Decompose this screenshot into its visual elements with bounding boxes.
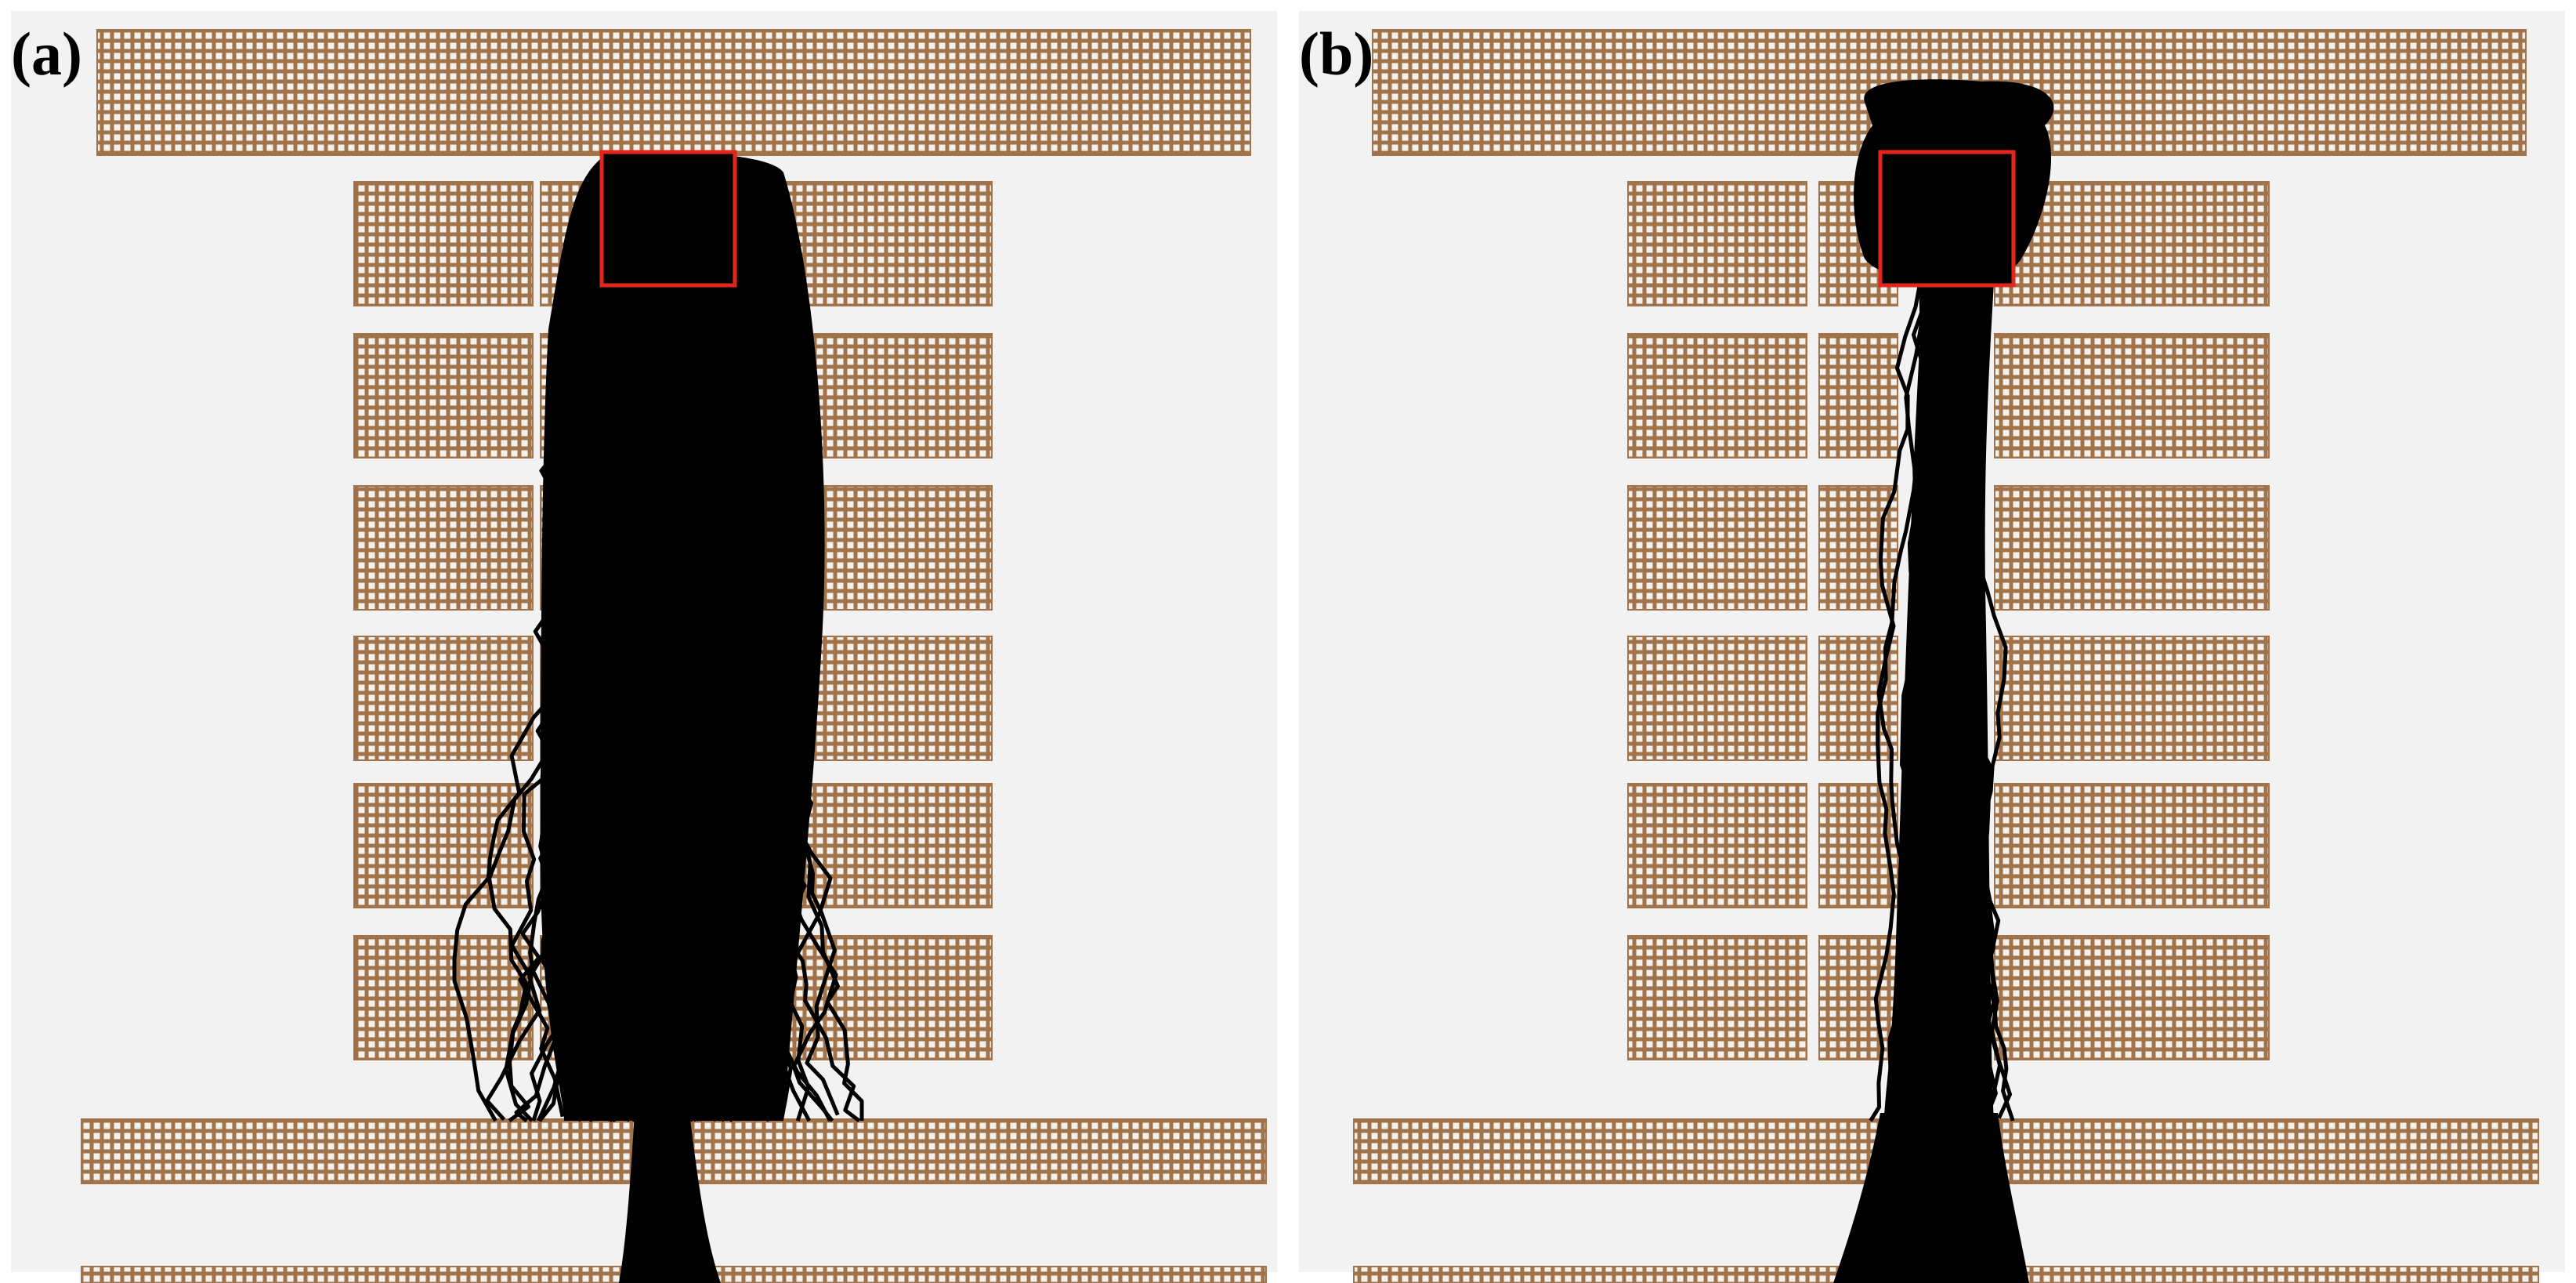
shelf-row-right: [1994, 636, 2270, 761]
trajectory-line: [692, 162, 751, 1122]
trajectory-line: [1889, 281, 1942, 1122]
trajectory-line: [487, 169, 641, 1122]
trajectory-line: [573, 170, 642, 1123]
panel-label-b: (b): [1299, 20, 1374, 88]
trajectory-line: [577, 166, 709, 1122]
shelf-row-left: [1627, 935, 1807, 1060]
shelf-row-left: [353, 935, 534, 1060]
trajectory-line: [645, 157, 798, 1122]
trajectory-line: [530, 181, 700, 1122]
trajectory-line: [1905, 281, 1943, 1122]
trajectory-line: [633, 169, 833, 1122]
shelf-row-right: [1994, 333, 2270, 458]
trajectory-line: [695, 201, 799, 1122]
trajectory-line: [613, 167, 706, 1122]
trajectory-line: [697, 168, 777, 1122]
trajectory-line: [537, 216, 671, 1122]
shelf-row-left: [1627, 485, 1807, 611]
trajectory-cloud: [452, 152, 864, 1283]
shelf-row-left: [1627, 783, 1807, 908]
shelf-row-left: [353, 783, 534, 908]
trajectory-line: [1942, 281, 1982, 1122]
shelf-row-right: [1994, 783, 2270, 908]
trajectory-line: [664, 217, 812, 1122]
shelf-row-right: [1994, 935, 2270, 1060]
start-box: [599, 150, 737, 288]
trajectory-line: [1917, 281, 1984, 1122]
trajectory-line: [518, 179, 646, 1118]
trajectory-line: [452, 177, 631, 1122]
trajectory-line: [685, 193, 861, 1122]
trajectory-line: [1887, 281, 1955, 1114]
shelf-row-left: [1627, 636, 1807, 761]
panel-label-a: (a): [11, 20, 82, 88]
shelf-row-left: [1627, 333, 1807, 458]
trajectory-line: [1932, 281, 1963, 1122]
shelf-top: [96, 29, 1251, 156]
panel-b: (b): [1288, 0, 2576, 1283]
trajectory-line: [1948, 281, 2012, 1119]
trajectory-line: [668, 197, 838, 1122]
trajectory-line: [614, 169, 715, 1122]
shelf-row-left: [1627, 181, 1807, 306]
shelf-row-left: [353, 636, 534, 761]
trajectory-line: [668, 189, 762, 1122]
shelf-row-middle: [1818, 333, 1898, 458]
shelf-row-left: [353, 333, 534, 458]
shelf-row-right: [1994, 485, 2270, 611]
shelf-row-right: [1994, 181, 2270, 306]
trajectory-exit: [1833, 1113, 2029, 1283]
trajectory-line: [1869, 281, 1931, 1122]
trajectory-exit: [619, 1113, 721, 1283]
warehouse-map-b: [1299, 11, 2565, 1283]
panel-a: (a): [11, 11, 1277, 1283]
trajectory-line: [665, 170, 742, 1116]
start-box: [1878, 150, 2016, 288]
shelf-row-right: [786, 783, 993, 908]
trajectory-line: [1939, 281, 2002, 1122]
trajectory-line: [1882, 281, 1926, 1122]
trajectory-line: [580, 166, 679, 1122]
shelf-row-right: [786, 181, 993, 306]
shelf-row-left: [353, 181, 534, 306]
shelf-row-left: [353, 485, 534, 611]
trajectory-line: [508, 187, 639, 1123]
warehouse-map-a: [11, 11, 1277, 1283]
trajectory-line: [611, 184, 714, 1123]
